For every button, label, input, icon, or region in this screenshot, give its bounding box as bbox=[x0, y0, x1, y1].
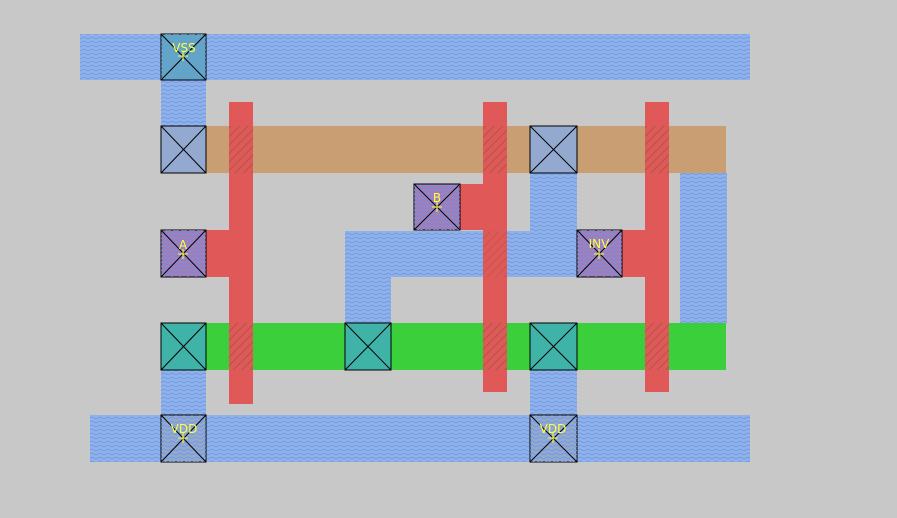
pin-markers bbox=[178, 51, 604, 443]
poly-tab-a bbox=[206, 230, 253, 277]
poly-tab-inv bbox=[622, 230, 669, 277]
pdiff-region bbox=[206, 323, 726, 370]
ndiff-region bbox=[206, 126, 726, 173]
label-inv: INV bbox=[589, 237, 611, 251]
contact-ndiff-left bbox=[160, 125, 207, 174]
contact-pdiff-mid bbox=[344, 322, 392, 371]
label-a: A bbox=[179, 238, 188, 252]
label-vdd-right: VDD bbox=[540, 422, 567, 436]
label-vdd-left: VDD bbox=[171, 422, 198, 436]
gate-overlaps bbox=[229, 126, 669, 370]
contact-vdd-left bbox=[160, 414, 207, 463]
label-vss: VSS bbox=[172, 41, 195, 55]
contact-ndiff-right bbox=[529, 125, 578, 174]
label-b: B bbox=[433, 191, 441, 205]
contact-pdiff-left bbox=[160, 322, 207, 371]
poly-tab-b bbox=[460, 184, 507, 230]
contact-pdiff-right bbox=[529, 322, 578, 371]
